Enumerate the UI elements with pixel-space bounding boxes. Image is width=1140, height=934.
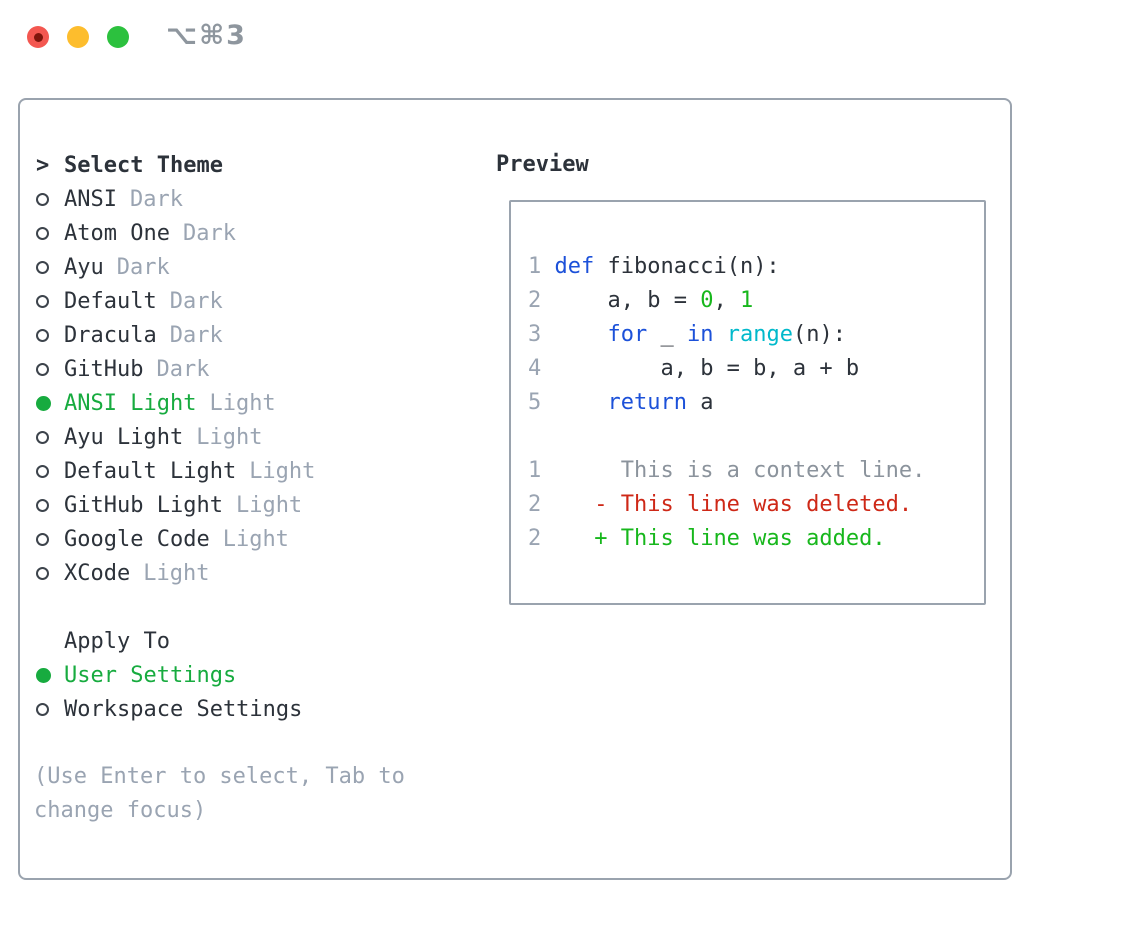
radio-unselected-icon [36, 362, 49, 376]
apply-option-label: User Settings [64, 662, 237, 688]
theme-option-default-light[interactable]: Default Light Light [36, 454, 315, 488]
preview-line: 2 + This line was added. [528, 526, 886, 551]
theme-option-label: GitHub Light [64, 492, 223, 518]
theme-option-xcode[interactable]: XCode Light [36, 556, 315, 590]
radio-unselected-icon [36, 498, 49, 512]
theme-option-label: Ayu [64, 254, 104, 280]
preview-line: 1 This is a context line. [528, 458, 926, 483]
radio-unselected-icon [36, 328, 49, 342]
selection-prompt-icon: > [36, 152, 50, 178]
theme-variant-badge: Dark [156, 356, 210, 382]
theme-option-ansi[interactable]: ANSI Dark [36, 182, 315, 216]
preview-line: 2 - This line was deleted. [528, 492, 913, 517]
record-dot-icon [33, 32, 43, 42]
radio-unselected-icon [36, 566, 49, 580]
radio-unselected-icon [36, 226, 49, 240]
apply-option-workspace-settings[interactable]: Workspace Settings [36, 692, 302, 726]
theme-variant-badge: Light [196, 424, 263, 450]
theme-variant-badge: Dark [182, 220, 236, 246]
theme-option-ayu[interactable]: Ayu Dark [36, 250, 315, 284]
theme-list-heading: Select Theme [64, 152, 223, 178]
preview-heading: Preview [496, 152, 589, 177]
zoom-button[interactable] [107, 26, 129, 48]
minimize-button[interactable] [67, 26, 89, 48]
theme-variant-badge: Light [222, 526, 289, 552]
keyboard-hint: (Use Enter to select, Tab to change focu… [34, 764, 405, 823]
apply-to-heading-row: Apply To [36, 624, 302, 658]
radio-unselected-icon [36, 532, 49, 546]
radio-unselected-icon [36, 430, 49, 444]
apply-option-label: Workspace Settings [64, 696, 303, 722]
radio-unselected-icon [36, 294, 49, 308]
theme-option-label: XCode [64, 560, 131, 586]
theme-option-label: ANSI Light [64, 390, 197, 416]
theme-option-atom-one[interactable]: Atom One Dark [36, 216, 315, 250]
theme-variant-badge: Dark [129, 186, 183, 212]
theme-option-label: Default Light [64, 458, 237, 484]
radio-unselected-icon [36, 192, 49, 206]
theme-option-label: ANSI [64, 186, 117, 212]
theme-list-heading-row: > Select Theme [36, 148, 315, 182]
window-title: ⌥⌘3 [166, 20, 247, 51]
theme-option-label: Dracula [64, 322, 157, 348]
theme-option-label: Default [64, 288, 157, 314]
close-button[interactable] [27, 26, 49, 48]
theme-option-label: Atom One [64, 220, 170, 246]
preview-line: 3 for _ in range(n): [528, 322, 846, 347]
theme-option-google-code[interactable]: Google Code Light [36, 522, 315, 556]
theme-variant-badge: Light [143, 560, 210, 586]
preview-line: 4 a, b = b, a + b [528, 356, 860, 381]
preview-pane: 1 def fibonacci(n): 2 a, b = 0, 1 3 for _ … [509, 200, 986, 605]
theme-variant-badge: Dark [169, 288, 223, 314]
theme-variant-badge: Dark [116, 254, 170, 280]
theme-option-label: GitHub [64, 356, 144, 382]
radio-unselected-icon [36, 464, 49, 478]
theme-variant-badge: Dark [169, 322, 223, 348]
theme-option-dracula[interactable]: Dracula Dark [36, 318, 315, 352]
theme-option-ayu-light[interactable]: Ayu Light Light [36, 420, 315, 454]
theme-option-github[interactable]: GitHub Dark [36, 352, 315, 386]
theme-option-label: Ayu Light [64, 424, 184, 450]
theme-option-ansi-light[interactable]: ANSI Light Light [36, 386, 315, 420]
preview-line: 2 a, b = 0, 1 [528, 288, 754, 313]
main-panel [18, 98, 1012, 880]
preview-line: 5 return a [528, 390, 714, 415]
apply-to-heading: Apply To [64, 628, 170, 654]
theme-option-github-light[interactable]: GitHub Light Light [36, 488, 315, 522]
theme-variant-badge: Light [235, 492, 303, 518]
preview-blank-line [528, 420, 984, 454]
theme-variant-badge: Light [209, 390, 276, 416]
preview-line: 1 def fibonacci(n): [528, 254, 780, 279]
theme-variant-badge: Light [249, 458, 316, 484]
theme-option-default[interactable]: Default Dark [36, 284, 315, 318]
apply-option-user-settings[interactable]: User Settings [36, 658, 302, 692]
radio-selected-icon [36, 395, 51, 411]
preview-code: 1 def fibonacci(n): 2 a, b = 0, 1 3 for _ … [528, 250, 984, 556]
radio-unselected-icon [36, 702, 49, 716]
theme-option-label: Google Code [64, 526, 210, 552]
radio-unselected-icon [36, 260, 49, 274]
radio-selected-icon [36, 667, 51, 683]
